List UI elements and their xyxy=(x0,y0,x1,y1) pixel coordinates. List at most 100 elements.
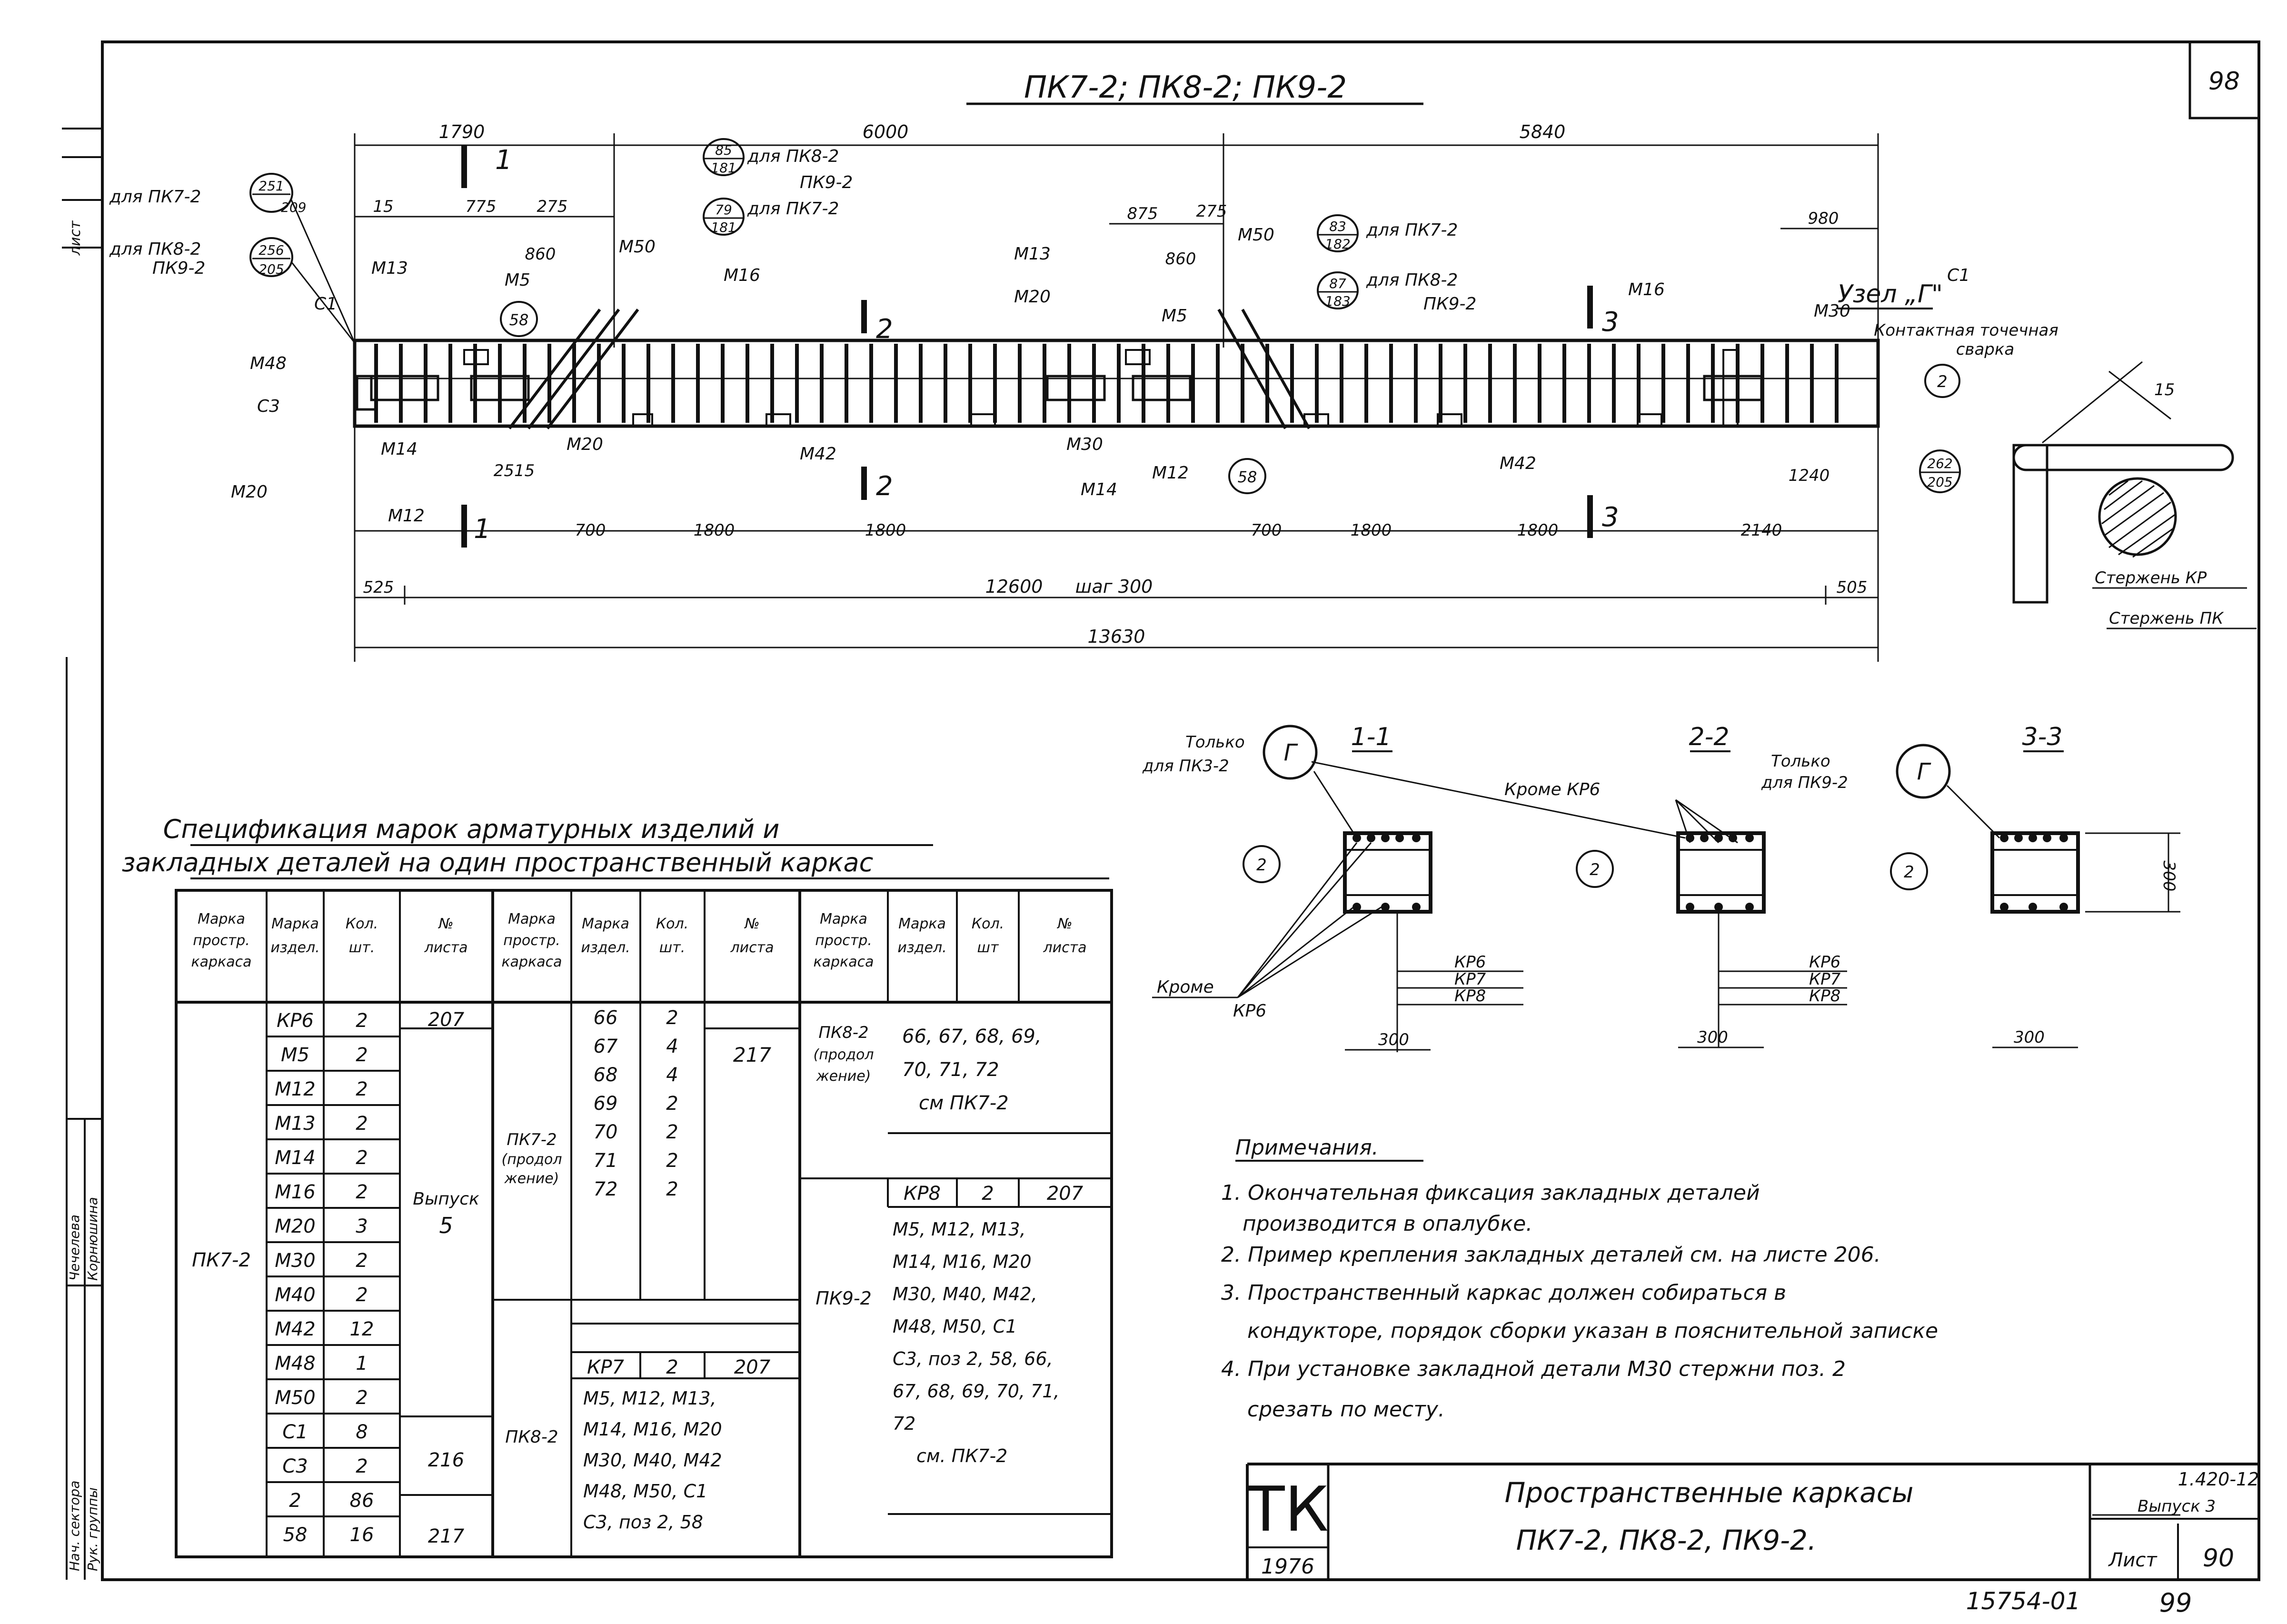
svg-text:издел.: издел. xyxy=(270,939,319,956)
node-subtitle-2: сварка xyxy=(1956,340,2015,359)
svg-text:87: 87 xyxy=(1329,276,1346,291)
dim-700b: 700 xyxy=(1251,521,1282,540)
g3-frame-b: ПК9-2 xyxy=(815,1288,872,1309)
g3-frame-a-1: ПК8-2 xyxy=(818,1023,868,1042)
svg-text:183: 183 xyxy=(1325,293,1350,309)
note-line-4: 3. Пространственный каркас должен собира… xyxy=(1221,1281,1786,1305)
sections: 1-1 2-2 3-3 Только для ПК3-2 Г Только дл… xyxy=(1142,723,2180,1052)
node-ref-g-1: Г xyxy=(1284,739,1298,766)
g3-item-list-b: М48, М50, С1 xyxy=(893,1316,1017,1337)
g1-item: С1 xyxy=(282,1421,308,1443)
label-m16-right: М16 xyxy=(1628,280,1665,299)
callout-pk9-left: ПК9-2 xyxy=(152,259,205,278)
g1-qty: 2 xyxy=(356,1010,368,1032)
kr8-sec2: КР8 xyxy=(1809,986,1840,1006)
g2-item-list-line: С3, поз 2, 58 xyxy=(583,1512,703,1533)
g2-kr-qty: 2 xyxy=(666,1356,678,1378)
dim-275a: 275 xyxy=(537,197,568,216)
dim-1790: 1790 xyxy=(439,121,485,142)
kr7-sec2: КР7 xyxy=(1809,970,1841,989)
label-m16-left: М16 xyxy=(724,266,760,285)
dim-1800b: 1800 xyxy=(865,521,906,540)
g1-item: М14 xyxy=(275,1147,315,1169)
label-c1-right: С1 xyxy=(1947,266,1970,285)
dim-12600: 12600 xyxy=(985,576,1043,597)
svg-text:шт: шт xyxy=(977,939,999,956)
g2-item: 69 xyxy=(594,1093,618,1115)
svg-text:181: 181 xyxy=(711,219,736,235)
pos-2-sec3: 2 xyxy=(1904,863,1914,882)
note-line-2: производится в опалубке. xyxy=(1243,1212,1532,1236)
g2-item: 68 xyxy=(594,1064,618,1086)
g1-qty: 2 xyxy=(356,1181,368,1203)
margin-label-chech: Чечелева xyxy=(67,1215,82,1281)
svg-text:издел.: издел. xyxy=(581,939,630,956)
g1-qty: 2 xyxy=(356,1078,368,1100)
dim-1800a: 1800 xyxy=(694,521,735,540)
margin-label-ruk: Рук. группы xyxy=(85,1487,100,1571)
dim-300-sec3: 300 xyxy=(2014,1028,2045,1047)
section-mark-1-bot: 1 xyxy=(474,514,491,545)
hdr-qty-1: Кол. xyxy=(346,916,378,932)
g1-item: С3 xyxy=(282,1455,308,1477)
note-line-3: 2. Пример крепления закладных деталей см… xyxy=(1221,1243,1881,1267)
bottom-page: 99 xyxy=(2159,1588,2192,1618)
hdr-sheet-1: № xyxy=(438,916,453,932)
left-margin: лист Нач. сектора Рук. группы Чечелева К… xyxy=(62,128,102,1580)
dim-775: 775 xyxy=(466,197,497,216)
svg-text:листа: листа xyxy=(424,939,467,956)
g2-kr-sheet: 207 xyxy=(734,1356,771,1378)
kr6-label-sec1: КР6 xyxy=(1233,1001,1266,1021)
node-subtitle-1: Контактная точечная xyxy=(1874,321,2058,340)
dim-275b: 275 xyxy=(1196,202,1227,221)
g1-sheet-vyp: Выпуск xyxy=(413,1189,479,1209)
stamp-year: 1976 xyxy=(1261,1554,1314,1579)
g1-qty: 8 xyxy=(356,1421,368,1443)
dim-5840: 5840 xyxy=(1520,121,1566,142)
label-m50-mid: М50 xyxy=(1238,225,1274,245)
dim-505: 505 xyxy=(1837,578,1868,597)
hdr-frame-2: Марка xyxy=(508,911,556,927)
g1-item: М13 xyxy=(275,1113,315,1135)
g1-item: М50 xyxy=(275,1387,315,1409)
note-line-1: 1. Окончательная фиксация закладных дета… xyxy=(1221,1181,1760,1205)
g3-frame-a-2: (продол xyxy=(814,1046,874,1063)
g1-qty: 1 xyxy=(356,1353,368,1375)
kr6-sec1: КР6 xyxy=(1454,953,1486,972)
g1-qty: 12 xyxy=(350,1318,374,1340)
g1-item: М48 xyxy=(275,1353,315,1375)
svg-text:181: 181 xyxy=(711,160,736,176)
pos-58-bottom: 58 xyxy=(1238,468,1257,486)
pos-2-right: 2 xyxy=(1937,372,1948,391)
g3-item-list-b: 72 xyxy=(893,1413,915,1434)
only-pk3-2: для ПК3-2 xyxy=(1142,757,1229,776)
stamp-sheet-no: 90 xyxy=(2203,1544,2234,1573)
g1-qty: 2 xyxy=(356,1284,368,1306)
label-m13-left: М13 xyxy=(371,259,408,278)
dim-300-sec2: 300 xyxy=(1697,1028,1728,1047)
section-mark-2-bot: 2 xyxy=(876,471,893,502)
g3-item-list-b: М5, М12, М13, xyxy=(893,1219,1026,1240)
spec-title-2: закладных деталей на один пространственн… xyxy=(122,847,874,877)
g1-qty: 86 xyxy=(350,1490,374,1512)
hdr-item-2: Марка xyxy=(582,916,629,932)
g2-qty: 4 xyxy=(666,1036,678,1057)
g1-item: М42 xyxy=(275,1318,315,1340)
label-m20-mid: М20 xyxy=(1014,287,1051,307)
callout-pk8-left: для ПК8-2 xyxy=(109,239,201,259)
g2-item: 71 xyxy=(594,1150,618,1172)
callout-pk8-mid: для ПК8-2 xyxy=(747,147,839,166)
node-dim-15: 15 xyxy=(2154,380,2175,399)
g1-sheet-217: 217 xyxy=(428,1525,465,1547)
callout-pk9-mid: ПК9-2 xyxy=(800,173,853,192)
g2-qty: 4 xyxy=(666,1064,678,1086)
hdr-frame-1: Марка xyxy=(198,911,245,927)
g1-item: М12 xyxy=(275,1078,315,1100)
g1-qty: 2 xyxy=(356,1113,368,1135)
title-block: ТК 1976 Пространственные каркасы ПК7-2, … xyxy=(1246,1463,2259,1580)
g2-item-list-line: М30, М40, М42 xyxy=(583,1450,722,1471)
sheet-corner-number: 98 xyxy=(2208,67,2240,96)
svg-text:205: 205 xyxy=(259,261,284,277)
svg-text:85: 85 xyxy=(715,142,732,158)
